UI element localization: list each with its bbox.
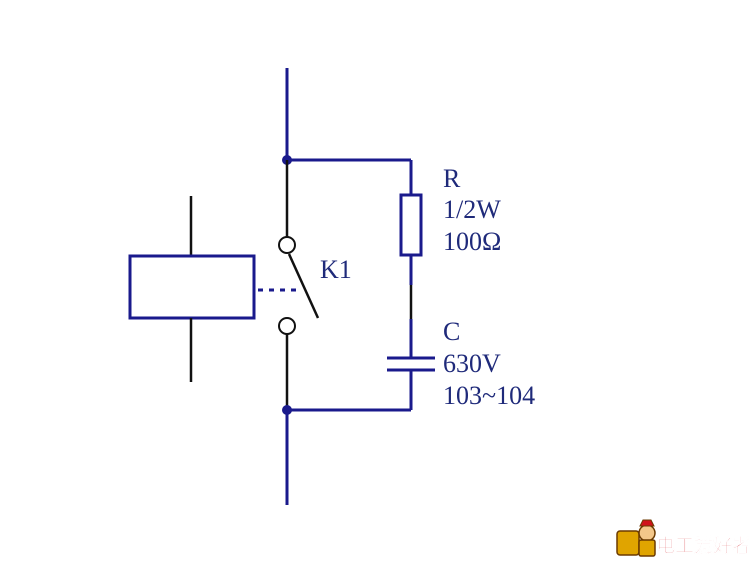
relay-coil [128,254,256,320]
resistor-power-label: 1/2W [443,195,501,224]
switch-upper-contact [278,236,296,254]
switch-lower-contact [278,317,296,335]
switch-label: K1 [320,255,352,284]
resistor-body [399,193,423,257]
electrician-figure-logo-icon [616,519,656,557]
capacitor-name-label: C [443,317,460,346]
capacitor-voltage-label: 630V [443,349,501,378]
watermark-text: 电工爱好者 [656,534,749,557]
resistor-name-label: R [443,164,461,193]
resistor-value-label: 100Ω [443,227,501,256]
watermark-logo: 电工爱好者 [616,519,749,557]
switch-blade [287,253,320,319]
capacitor-value-label: 103~104 [443,381,535,410]
